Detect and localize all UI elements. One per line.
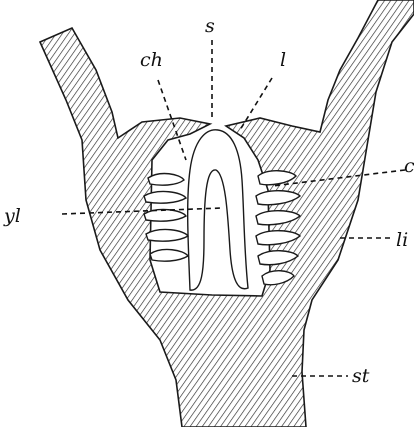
label-yl: yl [3, 205, 21, 227]
label-li: li [396, 229, 408, 251]
label-c: c [404, 155, 414, 177]
label-s: s [205, 15, 215, 37]
label-ch: ch [140, 49, 163, 71]
label-st: st [352, 365, 370, 387]
central-chamber [188, 130, 248, 290]
label-l: l [280, 49, 286, 71]
